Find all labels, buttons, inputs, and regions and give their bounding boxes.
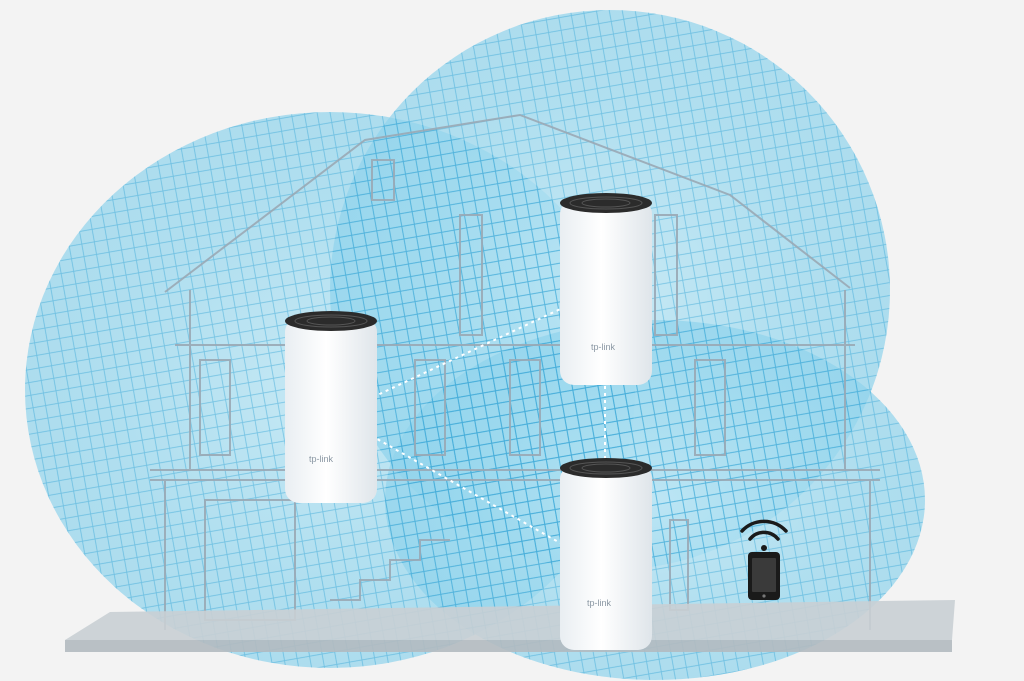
smartphone-icon xyxy=(748,552,780,600)
mesh-unit-top: tp-link xyxy=(560,193,652,385)
mesh-unit-left: tp-link xyxy=(285,311,377,503)
unit-brand-label: tp-link xyxy=(587,598,612,608)
link-left-top xyxy=(334,287,606,416)
unit-brand-label: tp-link xyxy=(309,454,334,464)
floor-slab xyxy=(65,600,955,652)
house-outline xyxy=(150,113,880,630)
wifi-icon xyxy=(740,519,788,551)
mesh-unit-bottom: tp-link xyxy=(560,458,652,650)
unit-brand-label: tp-link xyxy=(591,342,616,352)
